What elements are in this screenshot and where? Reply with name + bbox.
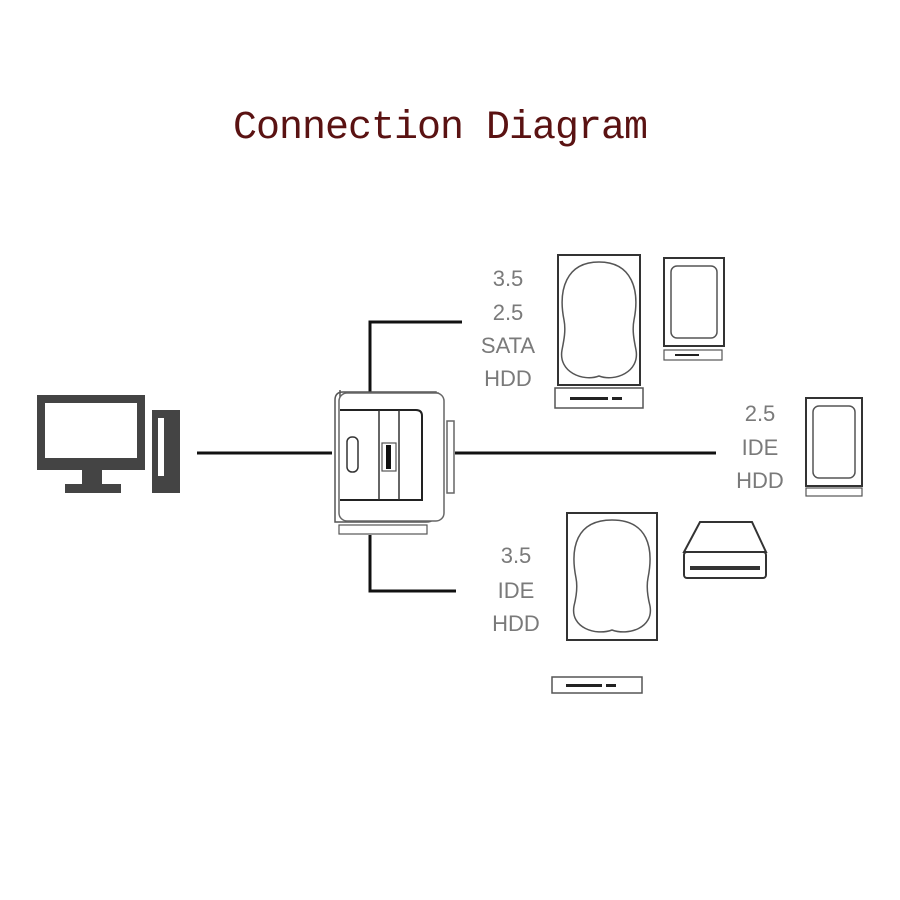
svg-text:HDD: HDD: [484, 366, 532, 391]
computer-icon: [37, 395, 180, 493]
adapter-icon: [334, 390, 455, 535]
sata-35-hdd-icon: [554, 254, 644, 409]
svg-text:2.5: 2.5: [493, 300, 524, 325]
sata-link-line: [368, 320, 462, 392]
sata-25-hdd-icon: [663, 257, 725, 361]
connection-lines: [197, 320, 716, 593]
svg-text:IDE: IDE: [498, 578, 535, 603]
page-title: Connection Diagram: [232, 106, 648, 151]
svg-text:2.5: 2.5: [745, 401, 776, 426]
sata-hdd-label: 3.5 2.5 SATA HDD: [481, 266, 536, 391]
svg-text:IDE: IDE: [742, 435, 779, 460]
svg-text:SATA: SATA: [481, 333, 536, 358]
svg-text:3.5: 3.5: [493, 266, 524, 291]
ide-25-hdd-icon: [805, 397, 863, 497]
svg-text:3.5: 3.5: [501, 543, 532, 568]
ide-35-hdd-icon: [551, 512, 658, 694]
svg-text:HDD: HDD: [736, 468, 784, 493]
svg-text:HDD: HDD: [492, 611, 540, 636]
ide-35-hdd-label: 3.5 IDE HDD: [492, 543, 540, 636]
ide-25-hdd-label: 2.5 IDE HDD: [736, 401, 784, 493]
optical-drive-icon: [682, 521, 768, 579]
ide35-link-line: [368, 535, 456, 593]
